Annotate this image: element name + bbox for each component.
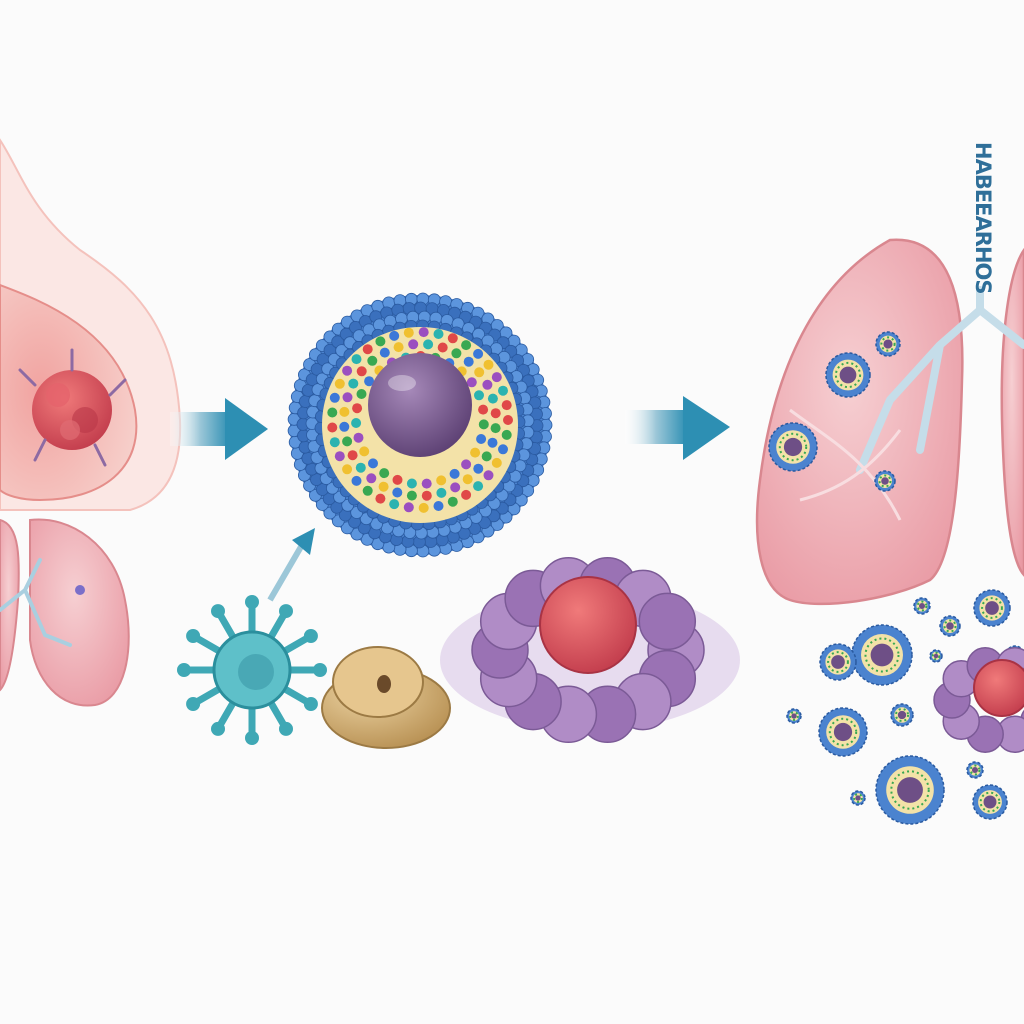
trachea xyxy=(856,286,1024,474)
primary-tumor xyxy=(18,348,127,467)
side-label: HABEEARHOS xyxy=(971,141,995,294)
flow-arrow-2 xyxy=(625,396,730,460)
lung-right-edge xyxy=(1000,247,1024,577)
lung-left-small xyxy=(0,518,130,707)
nanoparticle xyxy=(287,292,553,558)
metastatic-lungs-panel xyxy=(755,238,1024,825)
nanoparticle-core xyxy=(368,353,472,457)
flow-arrow-1 xyxy=(170,398,268,460)
circulating-nanoparticles xyxy=(786,589,1024,825)
tumor-cluster xyxy=(440,556,740,744)
dendritic-cell xyxy=(177,595,327,745)
lung-large xyxy=(755,238,964,606)
macrophage xyxy=(321,646,451,749)
flow-arrow-up xyxy=(267,528,315,602)
primary-tumor-panel xyxy=(0,138,182,707)
metastatic-tumor xyxy=(933,647,1024,753)
